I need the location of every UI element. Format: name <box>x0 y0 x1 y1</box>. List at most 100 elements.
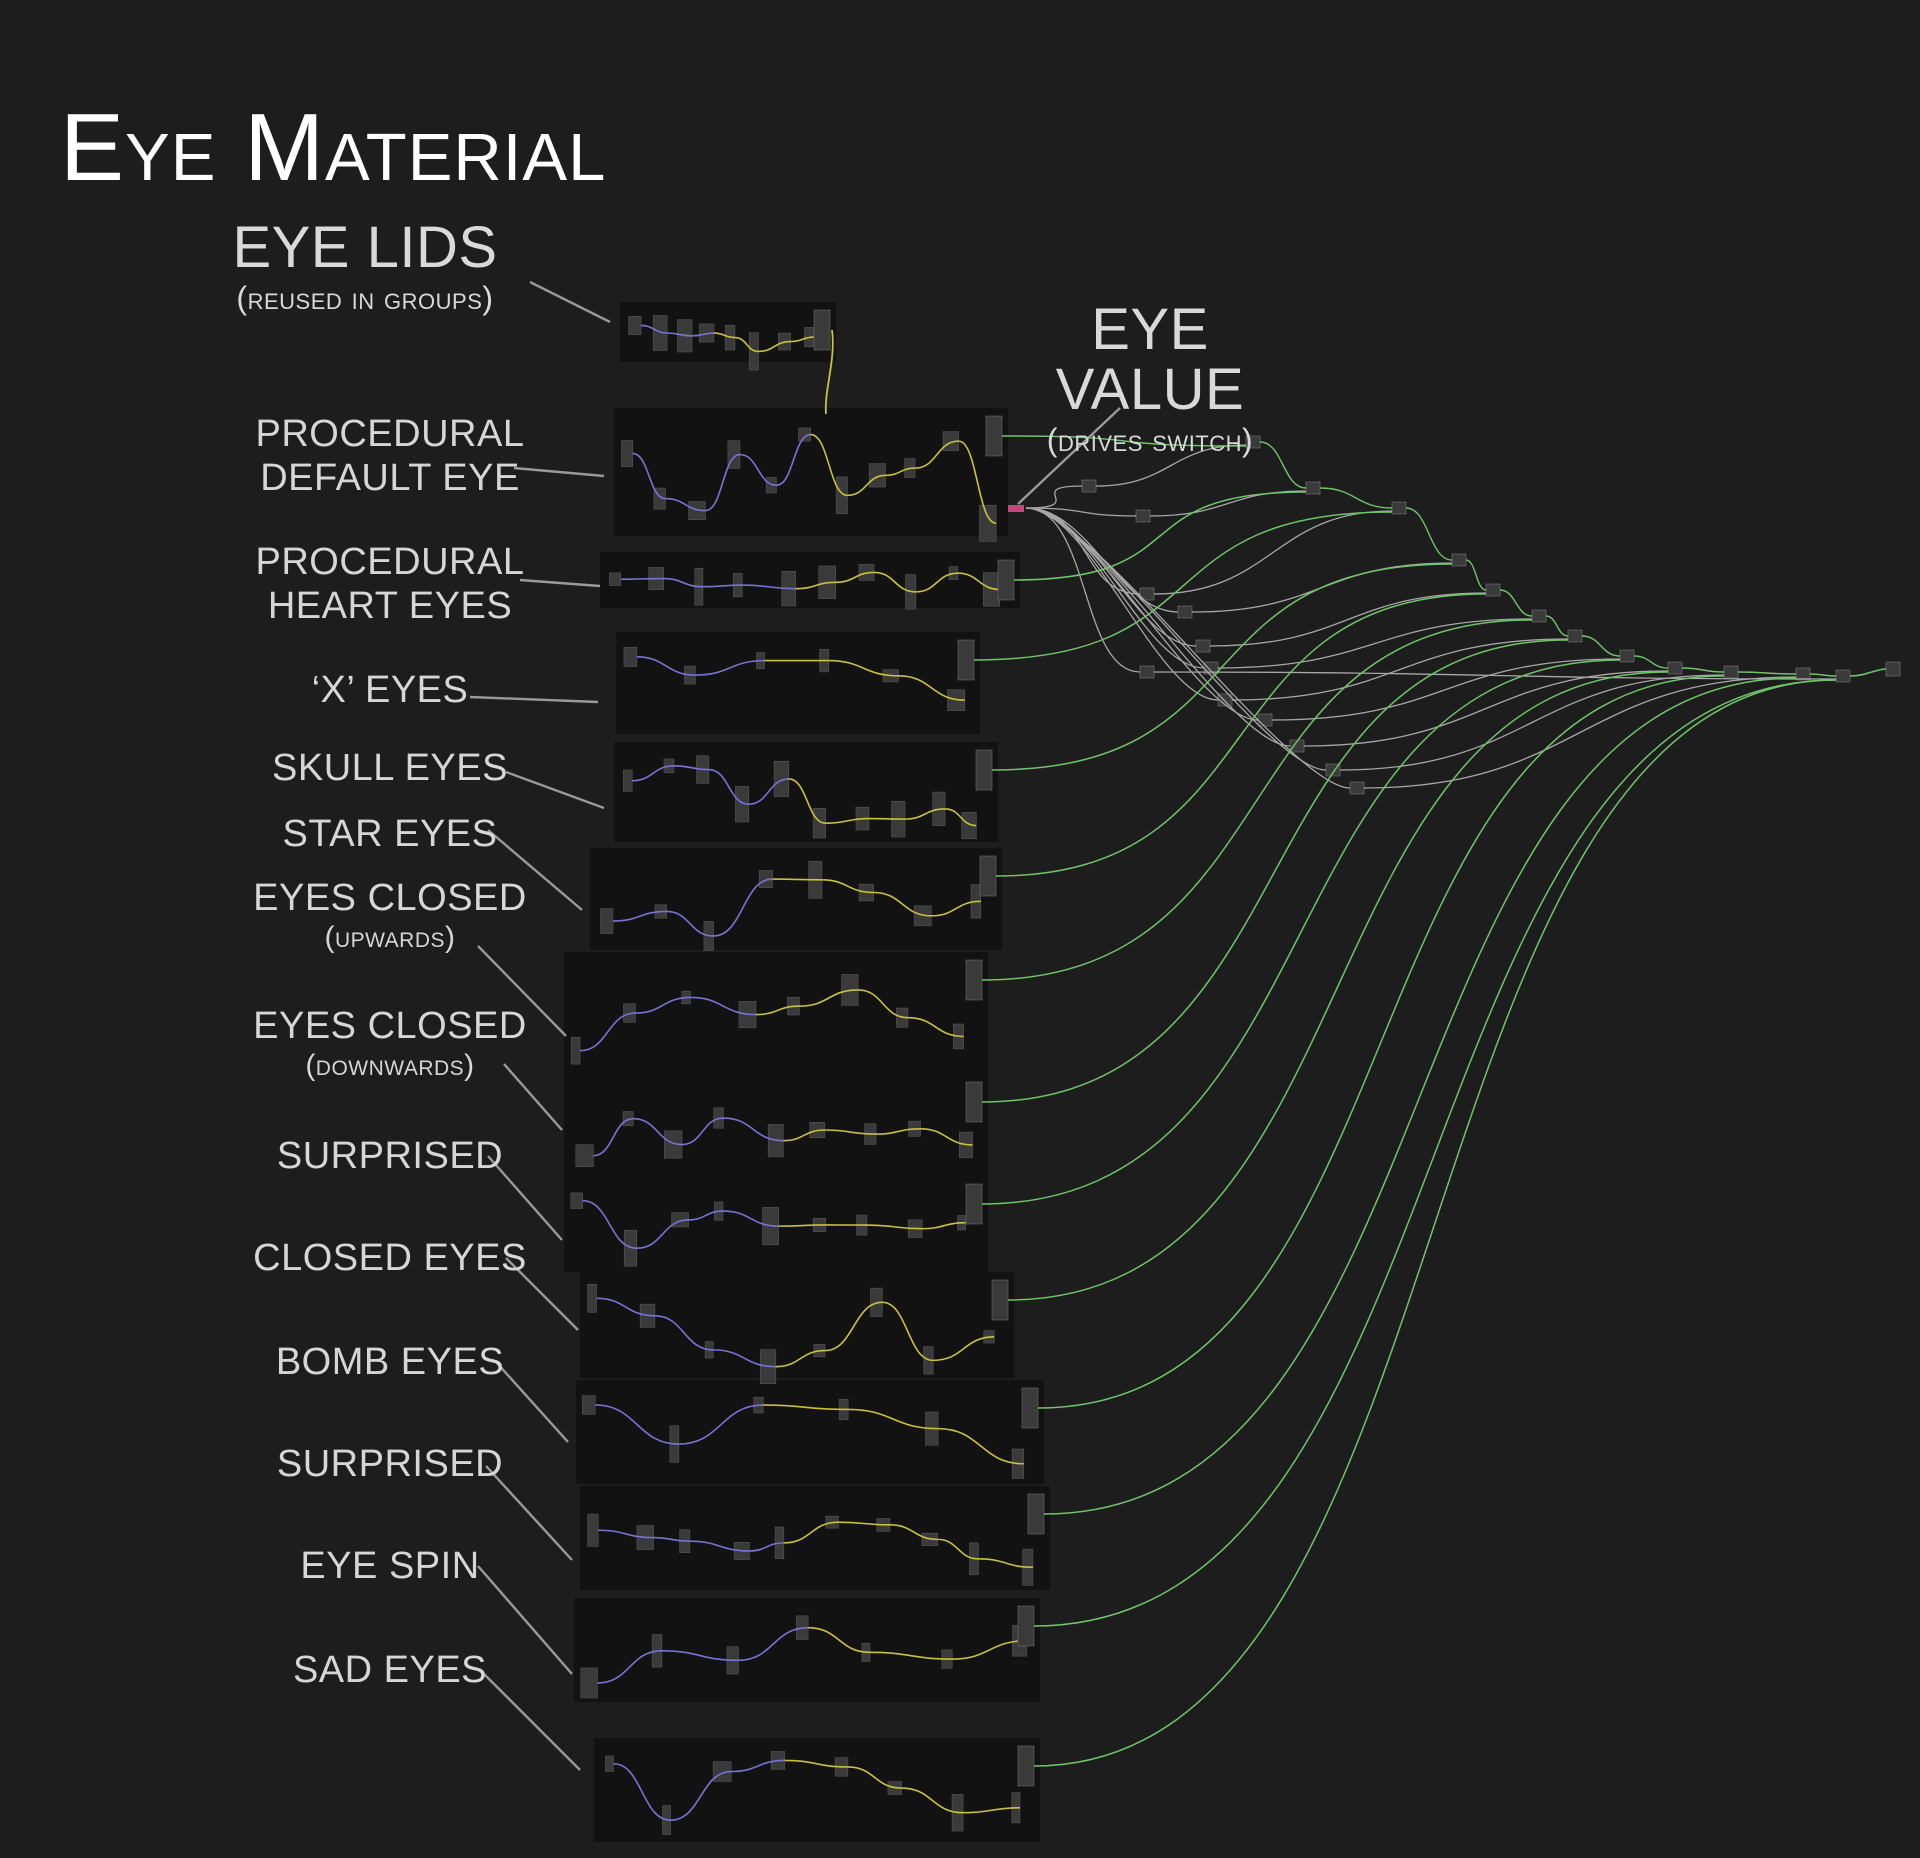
node-bomb-eyes-0 <box>581 1395 596 1415</box>
wire-skull-eyes-4 <box>788 778 826 824</box>
node-frame-sad-eyes <box>594 1738 1040 1842</box>
wire-skull-eyes-2 <box>708 768 749 805</box>
wire-closed-eyes-6 <box>933 1336 995 1362</box>
wire-procedural-default-eye-3 <box>739 453 777 487</box>
output-node-surprised-2 <box>1027 1493 1045 1535</box>
node-frame-bomb-eyes <box>576 1380 1044 1484</box>
wire-surprised-1-1 <box>636 1219 689 1250</box>
wire-chain-5 <box>1545 615 1569 637</box>
label-eye-lids: EYE LIDS (reused in groups) <box>215 218 515 318</box>
wire-eye-spin-1 <box>661 1650 739 1662</box>
wire-eyes-closed-upwards-2 <box>690 996 756 1016</box>
compare-node-1 <box>1135 509 1151 523</box>
output-node-eyes-closed-downwards <box>965 1081 983 1123</box>
leader-line-surprised-1 <box>487 1155 563 1241</box>
wire-procedural-default-eye-9 <box>958 440 997 525</box>
wire-procedural-default-eye-8 <box>915 440 959 469</box>
wire-eye-lids-2 <box>691 332 714 337</box>
wire-surprised-2-2 <box>689 1540 750 1552</box>
compare-node-3 <box>1177 605 1193 619</box>
label-eyes-closed-upwards-sub: (upwards) <box>324 921 456 954</box>
label-eye-value-sub: (drives switch) <box>1046 422 1254 458</box>
wire-factor-1 <box>1149 490 1307 517</box>
leader-line-eyes-closed-upwards <box>477 945 567 1037</box>
wire-surprised-2-1 <box>653 1536 690 1543</box>
wire-closed-eyes-5 <box>882 1301 934 1362</box>
wire-eyes-closed-downwards-7 <box>920 1127 973 1146</box>
wire-procedural-heart-eyes-4 <box>795 581 836 590</box>
leader-line-x-eyes <box>469 695 599 704</box>
wire-value-8 <box>1025 507 1291 747</box>
wire-star-eyes-1 <box>666 910 714 937</box>
wire-skull-eyes-3 <box>748 778 789 805</box>
label-eyes-closed-upwards: EYES CLOSED (upwards) <box>250 876 530 956</box>
output-node-eyes-closed-upwards <box>965 959 983 1001</box>
wire-skull-eyes-0 <box>632 765 674 782</box>
wire-factor-10 <box>1363 676 1797 789</box>
wire-chain-6 <box>1581 635 1621 657</box>
wire-surprised-1-3 <box>722 1210 779 1227</box>
wire-surprised-2-4 <box>783 1521 839 1544</box>
leader-line-skull-eyes <box>505 770 605 810</box>
node-procedural-default-eye-0 <box>621 440 634 467</box>
leader-line-bomb-eyes <box>495 1361 569 1443</box>
wire-eye-lids-3 <box>713 332 735 339</box>
wire-bomb-eyes-4 <box>938 1427 1024 1465</box>
wire-surprised-1-6 <box>866 1224 923 1230</box>
wire-sad-eyes-0 <box>613 1762 671 1821</box>
wire-star-eyes-0 <box>612 910 667 922</box>
wire-eyes-closed-downwards-5 <box>824 1129 876 1135</box>
wire-surprised-2-6 <box>889 1524 938 1541</box>
switch-node-4 <box>1485 583 1501 597</box>
wire-output-surprised-1 <box>981 659 1621 1205</box>
wire-eye-spin-5 <box>952 1639 1027 1660</box>
switch-node-11 <box>1835 669 1851 683</box>
node-frame-procedural-default-eye <box>614 408 1008 536</box>
wire-surprised-1-2 <box>688 1210 723 1221</box>
node-eyes-closed-downwards-0 <box>575 1144 594 1168</box>
wire-closed-eyes-3 <box>775 1349 825 1368</box>
wire-procedural-default-eye-4 <box>776 433 811 487</box>
output-node-bomb-eyes <box>1021 1387 1039 1429</box>
wire-star-eyes-3 <box>772 878 822 881</box>
wire-eye-lids-1 <box>667 332 692 337</box>
leader-line-eyes-closed-downwards <box>503 1063 563 1131</box>
output-node-eye-lids <box>813 309 831 351</box>
wire-chain-9 <box>1737 671 1797 675</box>
wire-procedural-heart-eyes-6 <box>874 571 916 593</box>
wire-surprised-1-4 <box>778 1224 826 1227</box>
label-bomb-eyes: BOMB EYES <box>275 1341 505 1383</box>
wire-eyes-closed-upwards-5 <box>858 989 908 1019</box>
wire-chain-0 <box>1259 441 1307 489</box>
wire-skull-eyes-6 <box>868 817 906 820</box>
wire-factor-7 <box>1271 658 1621 721</box>
wire-sad-eyes-2 <box>731 1759 785 1773</box>
wire-star-eyes-5 <box>873 891 932 917</box>
output-node-skull-eyes <box>975 749 993 791</box>
wire-chain-8 <box>1681 667 1725 673</box>
wire-factor-8 <box>1303 670 1669 747</box>
wire-eye-lids-5 <box>758 340 791 353</box>
wire-closed-eyes-4 <box>824 1301 883 1352</box>
wire-bomb-eyes-3 <box>848 1408 939 1430</box>
wire-eyes-closed-downwards-2 <box>681 1117 724 1146</box>
wire-sad-eyes-1 <box>670 1770 732 1821</box>
node-surprised-2-0 <box>587 1513 599 1547</box>
wire-output-procedural-heart-eyes <box>1013 491 1307 581</box>
wire-chain-2 <box>1405 507 1453 561</box>
page-title: Eye Material <box>60 94 607 201</box>
wire-procedural-heart-eyes-8 <box>957 572 1000 591</box>
wire-output-star-eyes <box>995 593 1487 877</box>
wire-eyes-closed-upwards-1 <box>635 996 691 1014</box>
wire-surprised-2-3 <box>749 1542 784 1552</box>
wire-output-sad-eyes <box>1033 679 1837 1767</box>
wire-sad-eyes-5 <box>901 1787 964 1814</box>
label-eye-lids-sub: (reused in groups) <box>236 280 494 316</box>
output-node-closed-eyes <box>991 1279 1009 1321</box>
wire-surprised-2-8 <box>978 1558 1033 1569</box>
wire-bomb-eyes-0 <box>595 1404 679 1445</box>
compare-node-4 <box>1195 639 1211 653</box>
wire-x-eyes-0 <box>636 656 696 676</box>
wire-chain-10 <box>1809 673 1837 677</box>
wire-skull-eyes-1 <box>673 765 709 771</box>
